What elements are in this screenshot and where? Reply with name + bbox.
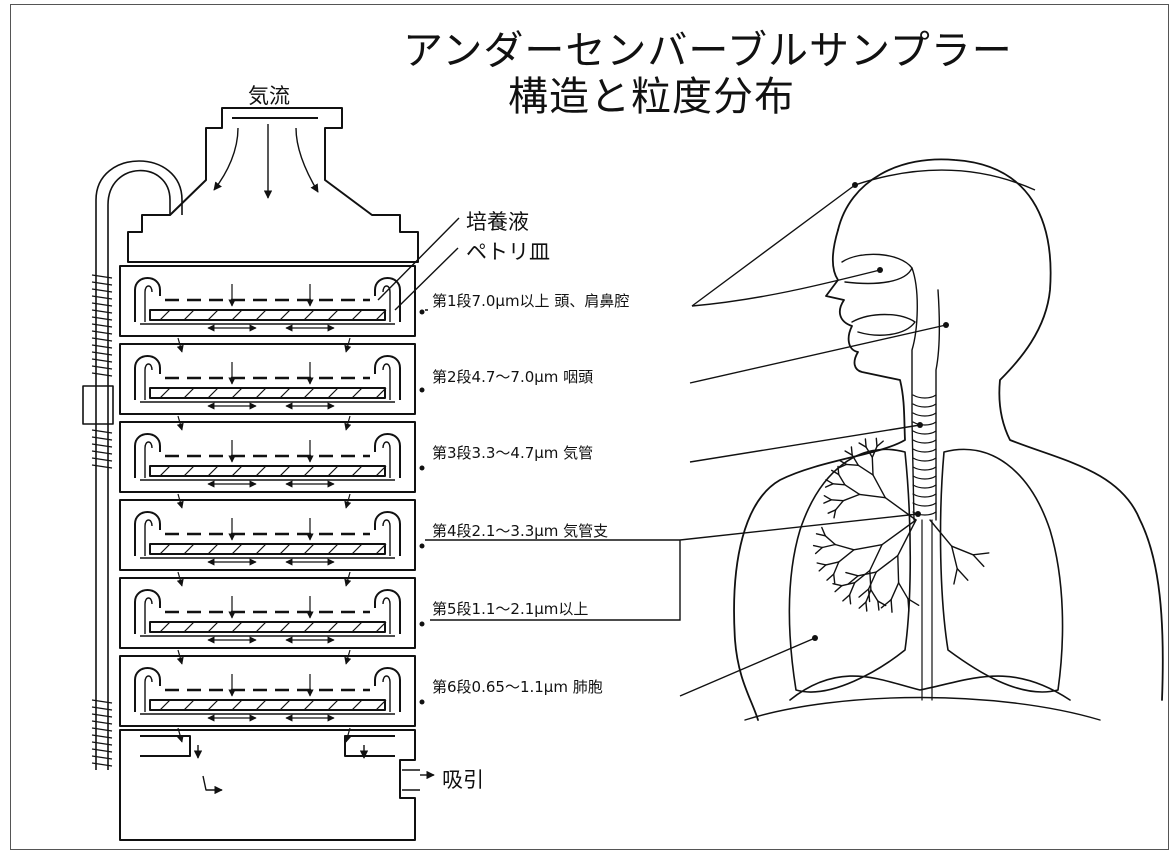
- sampler-stage: [119, 265, 425, 353]
- petri-dish: [149, 465, 386, 477]
- andersen-sampler: [82, 107, 425, 841]
- culture-medium-hatch: [159, 309, 387, 321]
- head-outline: [837, 158, 1164, 701]
- petri-dish: [149, 543, 386, 555]
- figure-frame: [10, 4, 1169, 850]
- petri-dish: [149, 699, 386, 711]
- sampler-stage: [119, 421, 425, 509]
- airflow-label: 気流: [248, 84, 290, 108]
- diagram-title: アンダーセンバーブルサンプラー: [403, 28, 1013, 74]
- stage-4-label: 第4段2.1～3.3μm 気管支: [432, 522, 609, 540]
- petri-dish: [149, 621, 386, 633]
- sampler-stage: [119, 577, 425, 665]
- petri-dish-label: ペトリ皿: [466, 240, 550, 264]
- inlet-airflow-arrows: [213, 124, 319, 199]
- stage-5-label: 第5段1.1～2.1μm以上: [432, 600, 589, 618]
- culture-medium-hatch: [159, 465, 387, 477]
- culture-medium-hatch: [159, 699, 387, 711]
- petri-dish: [149, 309, 386, 321]
- diagram-subtitle: 構造と粒度分布: [508, 74, 795, 120]
- leader-dots: [812, 182, 949, 641]
- sampler-base: [119, 729, 420, 841]
- stage-leader-lines: [425, 169, 1036, 697]
- sampler-stage: [119, 655, 425, 743]
- stage-3-label: 第3段3.3～4.7μm 気管: [432, 444, 594, 462]
- sampler-inlet: [127, 107, 419, 263]
- stage-1-label: 第1段7.0μm以上 頭、肩鼻腔: [432, 292, 630, 310]
- right-lung: [939, 448, 1064, 693]
- culture-medium-hatch: [159, 387, 387, 399]
- sampler-stage: [119, 343, 425, 431]
- sampler-stages: [119, 265, 425, 743]
- culture-medium-hatch: [159, 621, 387, 633]
- petri-dish: [149, 387, 386, 399]
- human-respiratory-figure: [733, 158, 1164, 721]
- bronchial-tree: [812, 437, 990, 613]
- culture-medium-hatch: [159, 543, 387, 555]
- side-tube: [82, 160, 183, 770]
- left-lung: [788, 448, 912, 693]
- stage-2-label: 第2段4.7～7.0μm 咽頭: [432, 368, 594, 386]
- part-leader-lines: [377, 217, 460, 780]
- face-profile: [733, 229, 906, 721]
- sampler-stage: [119, 499, 425, 587]
- suction-label: 吸引: [442, 768, 484, 792]
- culture-medium-label: 培養液: [466, 210, 529, 234]
- side-spring: [91, 274, 113, 767]
- stage-6-label: 第6段0.65～1.1μm 肺胞: [432, 678, 603, 696]
